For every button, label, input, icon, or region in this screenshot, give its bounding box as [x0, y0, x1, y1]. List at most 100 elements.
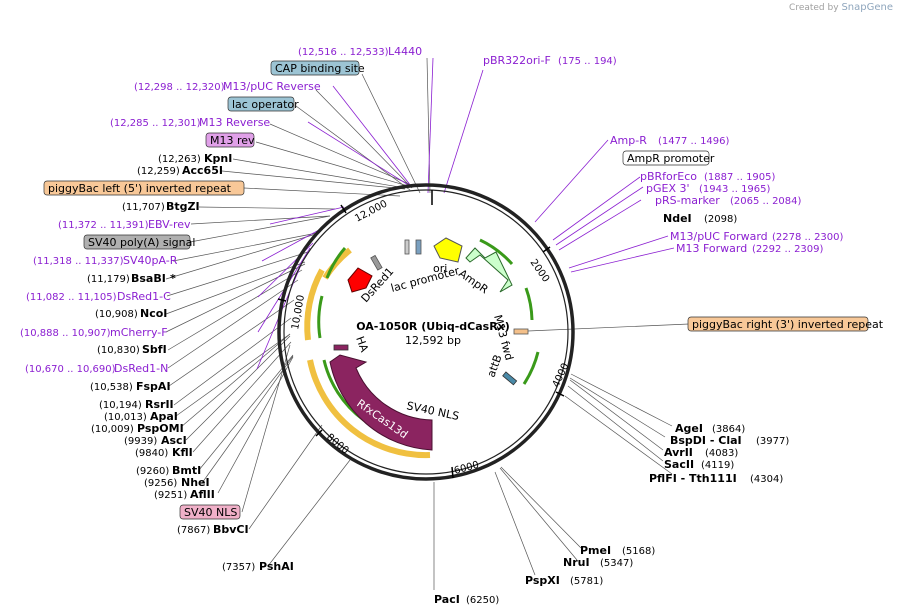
dsred1-n-pos: (10,670 .. 10,690) [25, 364, 116, 375]
prs-marker-primer: pRS-marker [655, 194, 720, 207]
pspomi-enzyme: PspOMI [137, 422, 184, 435]
ndei-enzyme: NdeI [663, 212, 692, 225]
attb-label: attB [485, 353, 505, 379]
bbvci-pos: (7867) [177, 525, 210, 536]
nrui-enzyme: NruI [563, 556, 590, 569]
bsabi-mark: * [170, 272, 176, 285]
ha-label: HA [353, 335, 371, 355]
ampr-arrow [465, 247, 513, 293]
green-arc-5 [524, 287, 534, 321]
dsred1-c-pos: (11,082 .. 11,105) [26, 292, 117, 303]
ndei-pos: (2098) [704, 214, 737, 225]
sv40pa-r-primer: SV40pA-R [123, 254, 178, 267]
pflfi-tth111i-enzyme: PflFI - Tth111I [649, 472, 737, 485]
cap-binding-site-box [270, 60, 360, 76]
asci-pos: (9939) [124, 436, 157, 447]
backbone-circle [277, 183, 575, 481]
ori-arrow [433, 237, 463, 263]
dsred1-arrow [347, 267, 373, 293]
sbfi-enzyme: SbfI [142, 343, 167, 356]
bottom-right-labels: AgeI (3864) BspDI - ClaI (3977) AvrII (4… [434, 422, 789, 606]
sacii-pos: (4119) [701, 460, 734, 471]
pspxi-pos: (5781) [570, 576, 603, 587]
ampr-promoter-box [622, 150, 710, 166]
pbr322ori-f-pos: (175 .. 194) [558, 56, 617, 67]
bspdi-clai-enzyme: BspDI - ClaI [670, 434, 742, 447]
ebv-rev-pos: (11,372 .. 11,391) [58, 220, 149, 231]
acc65i-enzyme: Acc65I [182, 164, 223, 177]
agei-pos: (3864) [712, 424, 745, 435]
leader-lines [165, 57, 690, 590]
sacii-enzyme: SacII [664, 458, 694, 471]
right-top-labels: pBR322ori-F (175 .. 194) Amp-R (1477 .. … [483, 54, 884, 332]
kpni-pos: (12,263) [158, 154, 201, 165]
lac-operator-box [415, 239, 422, 255]
btgzi-enzyme: BtgZI [166, 200, 200, 213]
pbr322ori-f-primer: pBR322ori-F [483, 54, 551, 67]
sv40-nls-label: SV40 NLS [184, 506, 237, 519]
m13-puc-reverse-primer: M13/pUC Reverse [223, 80, 321, 93]
pgex-3-pos: (1943 .. 1965) [699, 184, 771, 195]
acc65i-pos: (12,259) [137, 166, 180, 177]
prs-marker-pos: (2065 .. 2084) [730, 196, 802, 207]
l4440-primer: L4440 [388, 45, 422, 58]
piggybac-left-label: piggyBac left (5') inverted repeat [48, 182, 232, 195]
kfli-pos: (9840) [135, 448, 168, 459]
ampr-promoter-label: AmpR promoter [627, 152, 715, 165]
nrui-pos: (5347) [600, 558, 633, 569]
pshai-enzyme: PshAI [259, 560, 294, 573]
bbvci-enzyme: BbvCI [213, 523, 249, 536]
nhei-pos: (9256) [144, 478, 177, 489]
m13-rev-label: M13 rev [210, 134, 255, 147]
paci-enzyme: PacI [434, 593, 460, 606]
orf-arc-cas [307, 359, 431, 459]
amp-r-primer: Amp-R [610, 134, 647, 147]
agei-enzyme: AgeI [675, 422, 703, 435]
attb-box [502, 371, 518, 386]
snapgene-brand: Created by SnapGene [789, 2, 893, 13]
piggybac-right-label: piggyBac right (3') inverted repeat [692, 318, 884, 331]
avrii-enzyme: AvrII [664, 446, 693, 459]
mcherry-f-pos: (10,888 .. 10,907) [20, 328, 111, 339]
pbrforeco-primer: pBRforEco [640, 170, 697, 183]
green-arc-4 [479, 238, 514, 266]
ampr-label: AmpR [456, 267, 491, 297]
tick-marks [277, 190, 565, 479]
piggybac-right-label-box [687, 316, 869, 332]
tick-label-8000: 8000 [324, 432, 351, 457]
m13-reverse-primer: M13 Reverse [199, 116, 270, 129]
dsred1-c-primer: DsRed1-C [117, 290, 171, 303]
ebv-rev-primer: EBV-rev [148, 218, 191, 231]
bmti-enzyme: BmtI [172, 464, 201, 477]
kpni-enzyme: KpnI [204, 152, 232, 165]
top-labels: (12,516 .. 12,533) L4440 CAP binding sit… [110, 45, 422, 148]
l4440-pos: (12,516 .. 12,533) [298, 47, 389, 58]
bmti-pos: (9260) [136, 466, 169, 477]
btgzi-pos: (11,707) [122, 202, 165, 213]
pgex-3-primer: pGEX 3' [646, 182, 690, 195]
amp-r-pos: (1477 .. 1496) [658, 136, 730, 147]
rsrii-pos: (10,194) [99, 400, 142, 411]
apai-enzyme: ApaI [150, 410, 178, 423]
sbfi-pos: (10,830) [97, 345, 140, 356]
paci-pos: (6250) [466, 595, 499, 606]
ncoi-pos: (10,908) [95, 309, 138, 320]
pbrforeco-pos: (1887 .. 1905) [704, 172, 776, 183]
green-arc-2 [317, 295, 324, 339]
pspomi-pos: (10,009) [91, 424, 134, 435]
pflfi-tth111i-pos: (4304) [750, 474, 783, 485]
features [304, 237, 540, 459]
backbone-inner-circle [283, 189, 569, 475]
m13-forward-pos: (2292 .. 2309) [752, 244, 824, 255]
tick-label-4000: 4000 [551, 362, 572, 390]
m13-forward-primer: M13 Forward [676, 242, 747, 255]
aflii-pos: (9251) [154, 490, 187, 501]
dsred1-n-primer: DsRed1-N [114, 362, 168, 375]
piggybac-left-box [43, 180, 245, 196]
bsabi-pos: (11,179) [87, 274, 130, 285]
rfxcas13d-arrow [329, 354, 433, 451]
tick-label-2000: 2000 [528, 257, 552, 284]
asci-enzyme: AscI [161, 434, 187, 447]
sv40-polya-label: SV40 poly(A) signal [88, 236, 195, 249]
